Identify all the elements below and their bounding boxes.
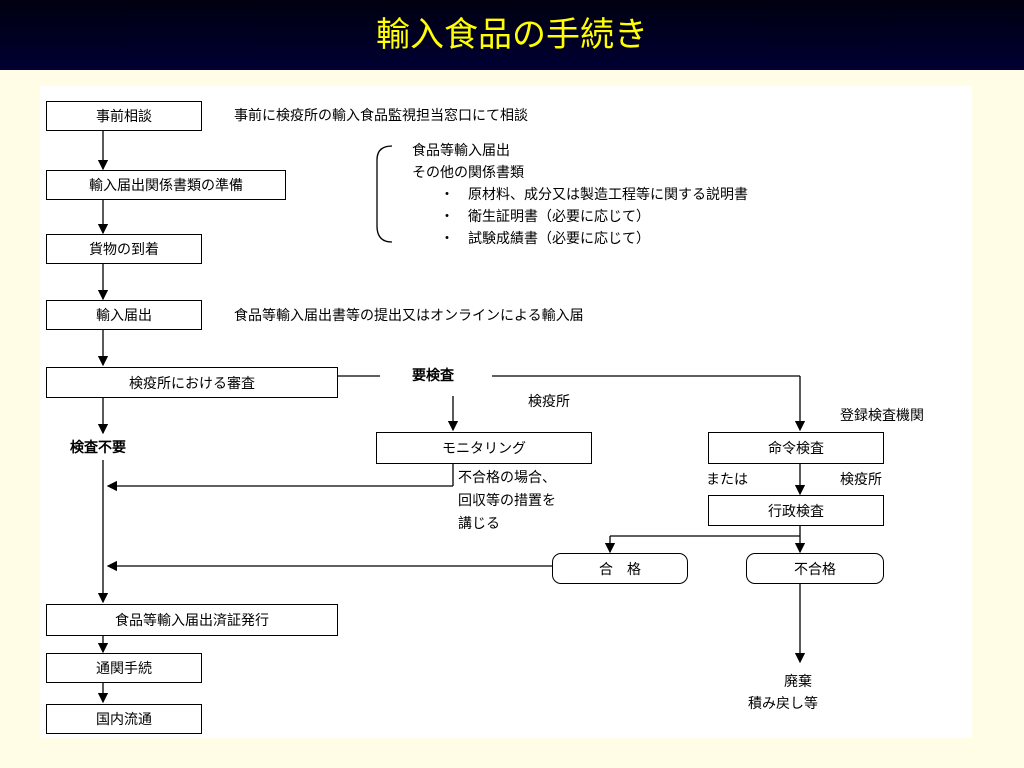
pass-box: 合 格 xyxy=(552,553,688,584)
title-bar xyxy=(0,0,1024,70)
consult-note: 事前に検疫所の輸入食品監視担当窓口にて相談 xyxy=(234,108,528,124)
quarantine-label-2: 検疫所 xyxy=(840,472,882,488)
registered-lab-label: 登録検査機関 xyxy=(840,408,924,424)
review-box: 検疫所における審査 xyxy=(46,367,338,398)
disposal-label: 積み戻し等 xyxy=(748,696,818,712)
admin-inspection-box: 行政検査 xyxy=(708,495,884,526)
inspection-required-label: 要検査 xyxy=(412,368,454,384)
domestic-box: 国内流通 xyxy=(46,704,202,734)
notify-box: 輸入届出 xyxy=(46,300,202,330)
doc-item: ・ 試験成績書（必要に応じて） xyxy=(440,231,650,247)
ordered-inspection-box: 命令検査 xyxy=(708,432,884,464)
customs-box: 通関手続 xyxy=(46,653,202,683)
doc-item: ・ 原材料、成分又は製造工程等に関する説明書 xyxy=(440,187,748,203)
fail-note-line: 不合格の場合、 xyxy=(458,470,556,486)
fail-box: 不合格 xyxy=(746,553,884,584)
flowchart: 事前相談 事前に検疫所の輸入食品監視担当窓口にて相談 輸入届出関係書類の準備 食… xyxy=(40,86,972,738)
certificate-box: 食品等輸入届出済証発行 xyxy=(46,604,338,636)
doc-item: 食品等輸入届出 xyxy=(412,143,510,159)
quarantine-label: 検疫所 xyxy=(528,394,570,410)
doc-item: ・ 衛生証明書（必要に応じて） xyxy=(440,209,650,225)
disposal-label: 廃棄 xyxy=(784,674,812,690)
prepare-docs-box: 輸入届出関係書類の準備 xyxy=(46,170,286,200)
no-inspection-label: 検査不要 xyxy=(70,440,126,456)
consult-box: 事前相談 xyxy=(46,101,202,131)
notify-note: 食品等輸入届出書等の提出又はオンラインによる輸入届 xyxy=(234,308,584,324)
flow-connectors xyxy=(97,131,806,704)
fail-note-line: 講じる xyxy=(458,516,500,532)
slide-title: 輸入食品の手続き xyxy=(376,15,648,55)
monitoring-box: モニタリング xyxy=(376,432,592,464)
arrival-box: 貨物の到着 xyxy=(46,234,202,264)
fail-note-line: 回収等の措置を xyxy=(458,493,556,509)
or-label: または xyxy=(706,472,748,488)
doc-item: その他の関係書類 xyxy=(412,165,524,181)
